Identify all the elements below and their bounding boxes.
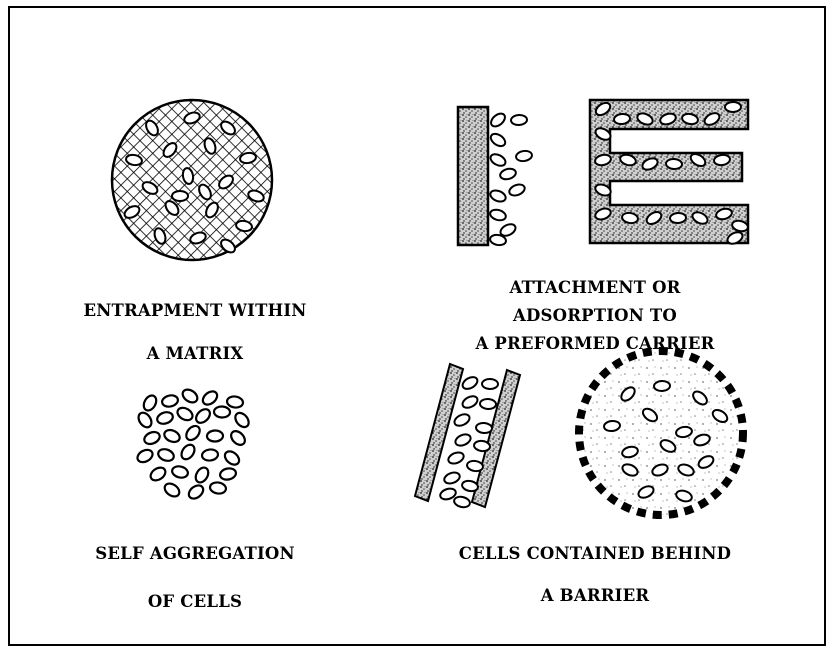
cell-icon: [193, 465, 211, 484]
cell-icon: [461, 480, 479, 493]
aggregation-label-line2: OF CELLS: [40, 592, 350, 611]
aggregate-cells: [135, 387, 251, 501]
cell-icon: [515, 150, 532, 162]
cell-icon: [461, 394, 480, 410]
cell-icon: [148, 465, 167, 483]
cell-icon: [454, 432, 473, 448]
cell-icon: [489, 208, 507, 222]
cell-icon: [186, 483, 205, 502]
cell-icon: [162, 428, 181, 445]
cell-icon: [725, 102, 741, 112]
cell-icon: [604, 420, 621, 432]
cell-icon: [461, 375, 480, 392]
barrier-label-line1: CELLS CONTAINED BEHIND: [420, 544, 770, 563]
cell-icon: [453, 495, 471, 508]
cell-icon: [508, 182, 527, 197]
aggregation-label-line1: SELF AGGREGATION: [40, 544, 350, 563]
cell-icon: [200, 389, 219, 408]
carrier-label-line2: ADSORPTION TO: [440, 306, 750, 325]
cell-icon: [666, 158, 683, 169]
carrier-label-line3: A PREFORMED CARRIER: [440, 334, 750, 353]
cell-icon: [162, 481, 181, 499]
cell-icon: [171, 465, 189, 480]
cell-icon: [453, 412, 472, 428]
cell-icon: [142, 430, 161, 446]
cell-icon: [447, 450, 466, 465]
cell-icon: [443, 471, 461, 486]
cell-icon: [233, 410, 252, 429]
aggregation-illustration: [135, 387, 251, 501]
matrix-label-line1: ENTRAPMENT WITHIN: [40, 301, 350, 320]
cell-icon: [489, 188, 508, 203]
cell-icon: [228, 428, 247, 447]
cell-icon: [201, 449, 218, 462]
cell-icon: [180, 387, 199, 405]
cell-icon: [156, 410, 175, 425]
cell-icon: [184, 423, 203, 442]
cell-icon: [179, 442, 197, 461]
cell-icon: [654, 381, 670, 392]
cell-icon: [136, 410, 154, 429]
cell-icon: [141, 393, 159, 412]
cell-icon: [670, 213, 687, 224]
cell-icon: [511, 115, 528, 126]
cell-icon: [214, 406, 231, 418]
cell-icon: [157, 447, 176, 463]
cell-icon: [482, 379, 498, 389]
barrier-illustration: [415, 351, 743, 515]
cell-icon: [466, 460, 483, 472]
barrier-label-line2: A BARRIER: [420, 586, 770, 605]
cell-icon: [161, 394, 179, 408]
cell-icon: [219, 467, 237, 481]
cell-icon: [135, 447, 154, 464]
cell-icon: [222, 449, 241, 468]
cell-icon: [489, 111, 508, 129]
cell-icon: [499, 167, 517, 181]
matrix-illustration: [112, 100, 272, 260]
cell-icon: [614, 113, 631, 125]
cell-icon: [209, 481, 227, 494]
cell-icon: [489, 152, 508, 168]
cell-icon: [226, 395, 243, 408]
carrier-illustration: [458, 100, 749, 246]
cell-icon: [172, 191, 188, 201]
cell-icon: [476, 422, 493, 433]
cell-icon: [480, 399, 497, 410]
carrier-label-line1: ATTACHMENT OR: [440, 278, 750, 297]
cell-icon: [193, 406, 212, 425]
cell-icon: [207, 430, 223, 442]
cell-icon: [489, 131, 508, 148]
matrix-label-line2: A MATRIX: [40, 344, 350, 363]
cell-icon: [175, 405, 194, 422]
